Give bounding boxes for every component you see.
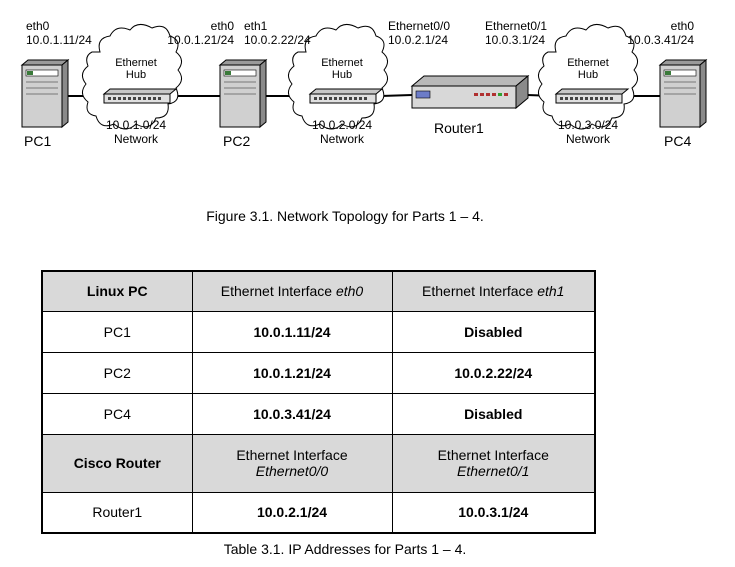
- pc1-name: PC1: [24, 133, 52, 149]
- eth1-header-name: eth1: [537, 283, 565, 300]
- router-e01-ip: 10.0.3.1/24: [485, 33, 546, 47]
- router-e01-label: Ethernet0/1 10.0.3.1/24: [485, 19, 547, 47]
- hub1-label-line1: Ethernet: [115, 57, 157, 69]
- router-e01-name: Ethernet0/1: [485, 19, 548, 33]
- e00-header-line2: Ethernet0/0: [255, 463, 329, 479]
- row-eth1-ip: 10.0.2.22/24: [391, 351, 596, 394]
- pc4-eth0-ip: 10.0.3.41/24: [627, 33, 694, 47]
- e00-header-line1: Ethernet Interface: [236, 447, 348, 463]
- router-e00-label: Ethernet0/0 10.0.2.1/24: [388, 19, 450, 47]
- pc2-computer-icon: [218, 58, 268, 129]
- pc4-eth0-name: eth0: [670, 19, 694, 33]
- hub2-label: Ethernet Hub: [314, 57, 370, 81]
- network2-address: 10.0.2.0/24: [312, 118, 373, 132]
- router-e00-ip: 10.0.2.1/24: [388, 33, 449, 47]
- pc2-eth0-label: eth0 10.0.1.21/24: [160, 19, 234, 47]
- pc2-eth1-ip: 10.0.2.22/24: [244, 33, 311, 47]
- network3-label: 10.0.3.0/24 Network: [558, 118, 618, 146]
- hub2-label-line1: Ethernet: [321, 57, 363, 69]
- pc2-eth0-name: eth0: [210, 19, 234, 33]
- hub3-label-line2: Hub: [577, 69, 599, 81]
- pc2-eth1-name: eth1: [244, 19, 268, 33]
- hub1-label-line2: Hub: [125, 69, 147, 81]
- network2-word: Network: [319, 132, 364, 146]
- row-e01-ip: 10.0.3.1/24: [391, 491, 596, 534]
- network2-label: 10.0.2.0/24 Network: [312, 118, 372, 146]
- eth0-header-prefix: Ethernet Interface: [220, 283, 336, 300]
- network3-address: 10.0.3.0/24: [558, 118, 619, 132]
- cisco-router-header: Cisco Router: [41, 433, 193, 493]
- row-pc-name: PC1: [41, 310, 193, 353]
- row-eth0-ip: 10.0.1.21/24: [191, 351, 393, 394]
- table-row: PC2 10.0.1.21/24 10.0.2.22/24: [41, 351, 596, 394]
- linux-pc-header: Linux PC: [41, 270, 193, 312]
- pc2-eth1-label: eth1 10.0.2.22/24: [244, 19, 311, 47]
- pc2-eth0-ip: 10.0.1.21/24: [167, 33, 234, 47]
- pc1-eth0-name: eth0: [26, 19, 50, 33]
- linux-header-row: Linux PC Ethernet Interface eth0 Etherne…: [41, 270, 596, 312]
- network1-address: 10.0.1.0/24: [106, 118, 167, 132]
- network-topology-diagram: [20, 24, 708, 130]
- row-pc-name: PC4: [41, 392, 193, 435]
- pc1-eth0-ip: 10.0.1.11/24: [26, 33, 92, 47]
- row-pc-name: PC2: [41, 351, 193, 394]
- figure-caption: Figure 3.1. Network Topology for Parts 1…: [206, 208, 484, 224]
- network1-label: 10.0.1.0/24 Network: [106, 118, 166, 146]
- ethernet-hub-3: [554, 88, 630, 104]
- table-caption: Table 3.1. IP Addresses for Parts 1 – 4.: [223, 541, 467, 557]
- network1-word: Network: [113, 132, 158, 146]
- pc1-computer-icon: [20, 58, 70, 129]
- e01-header-line2: Ethernet0/1: [457, 463, 530, 479]
- pc4-computer-icon: [658, 58, 708, 129]
- e01-header-line1: Ethernet Interface: [437, 447, 549, 463]
- network3-word: Network: [565, 132, 610, 146]
- ethernet-hub-2: [308, 88, 384, 104]
- router1-icon: [410, 74, 530, 110]
- hub2-label-line2: Hub: [331, 69, 353, 81]
- eth1-header-prefix: Ethernet Interface: [422, 283, 538, 300]
- table-row: PC1 10.0.1.11/24 Disabled: [41, 310, 596, 353]
- eth0-header: Ethernet Interface eth0: [191, 270, 393, 312]
- router1-name: Router1: [434, 120, 484, 136]
- ethernet-hub-1: [102, 88, 178, 104]
- eth1-header: Ethernet Interface eth1: [391, 270, 596, 312]
- table-row: PC4 10.0.3.41/24 Disabled: [41, 392, 596, 435]
- pc1-eth0-label: eth0 10.0.1.11/24: [26, 19, 92, 47]
- row-router-name: Router1: [41, 491, 193, 534]
- row-eth1-ip: Disabled: [391, 310, 596, 353]
- pc4-eth0-label: eth0 10.0.3.41/24: [612, 19, 694, 47]
- ip-address-table: Linux PC Ethernet Interface eth0 Etherne…: [41, 270, 596, 534]
- row-eth1-ip: Disabled: [391, 392, 596, 435]
- hub3-label-line1: Ethernet: [567, 57, 609, 69]
- table-row: Router1 10.0.2.1/24 10.0.3.1/24: [41, 491, 596, 534]
- hub1-label: Ethernet Hub: [108, 57, 164, 81]
- router-e00-name: Ethernet0/0: [388, 19, 451, 33]
- eth0-header-name: eth0: [335, 283, 364, 300]
- cable-hub2-router: [379, 94, 413, 97]
- row-e00-ip: 10.0.2.1/24: [191, 491, 393, 534]
- pc4-name: PC4: [664, 133, 692, 149]
- row-eth0-ip: 10.0.1.11/24: [191, 310, 393, 353]
- row-eth0-ip: 10.0.3.41/24: [191, 392, 393, 435]
- hub3-label: Ethernet Hub: [560, 57, 616, 81]
- pc2-name: PC2: [223, 133, 251, 149]
